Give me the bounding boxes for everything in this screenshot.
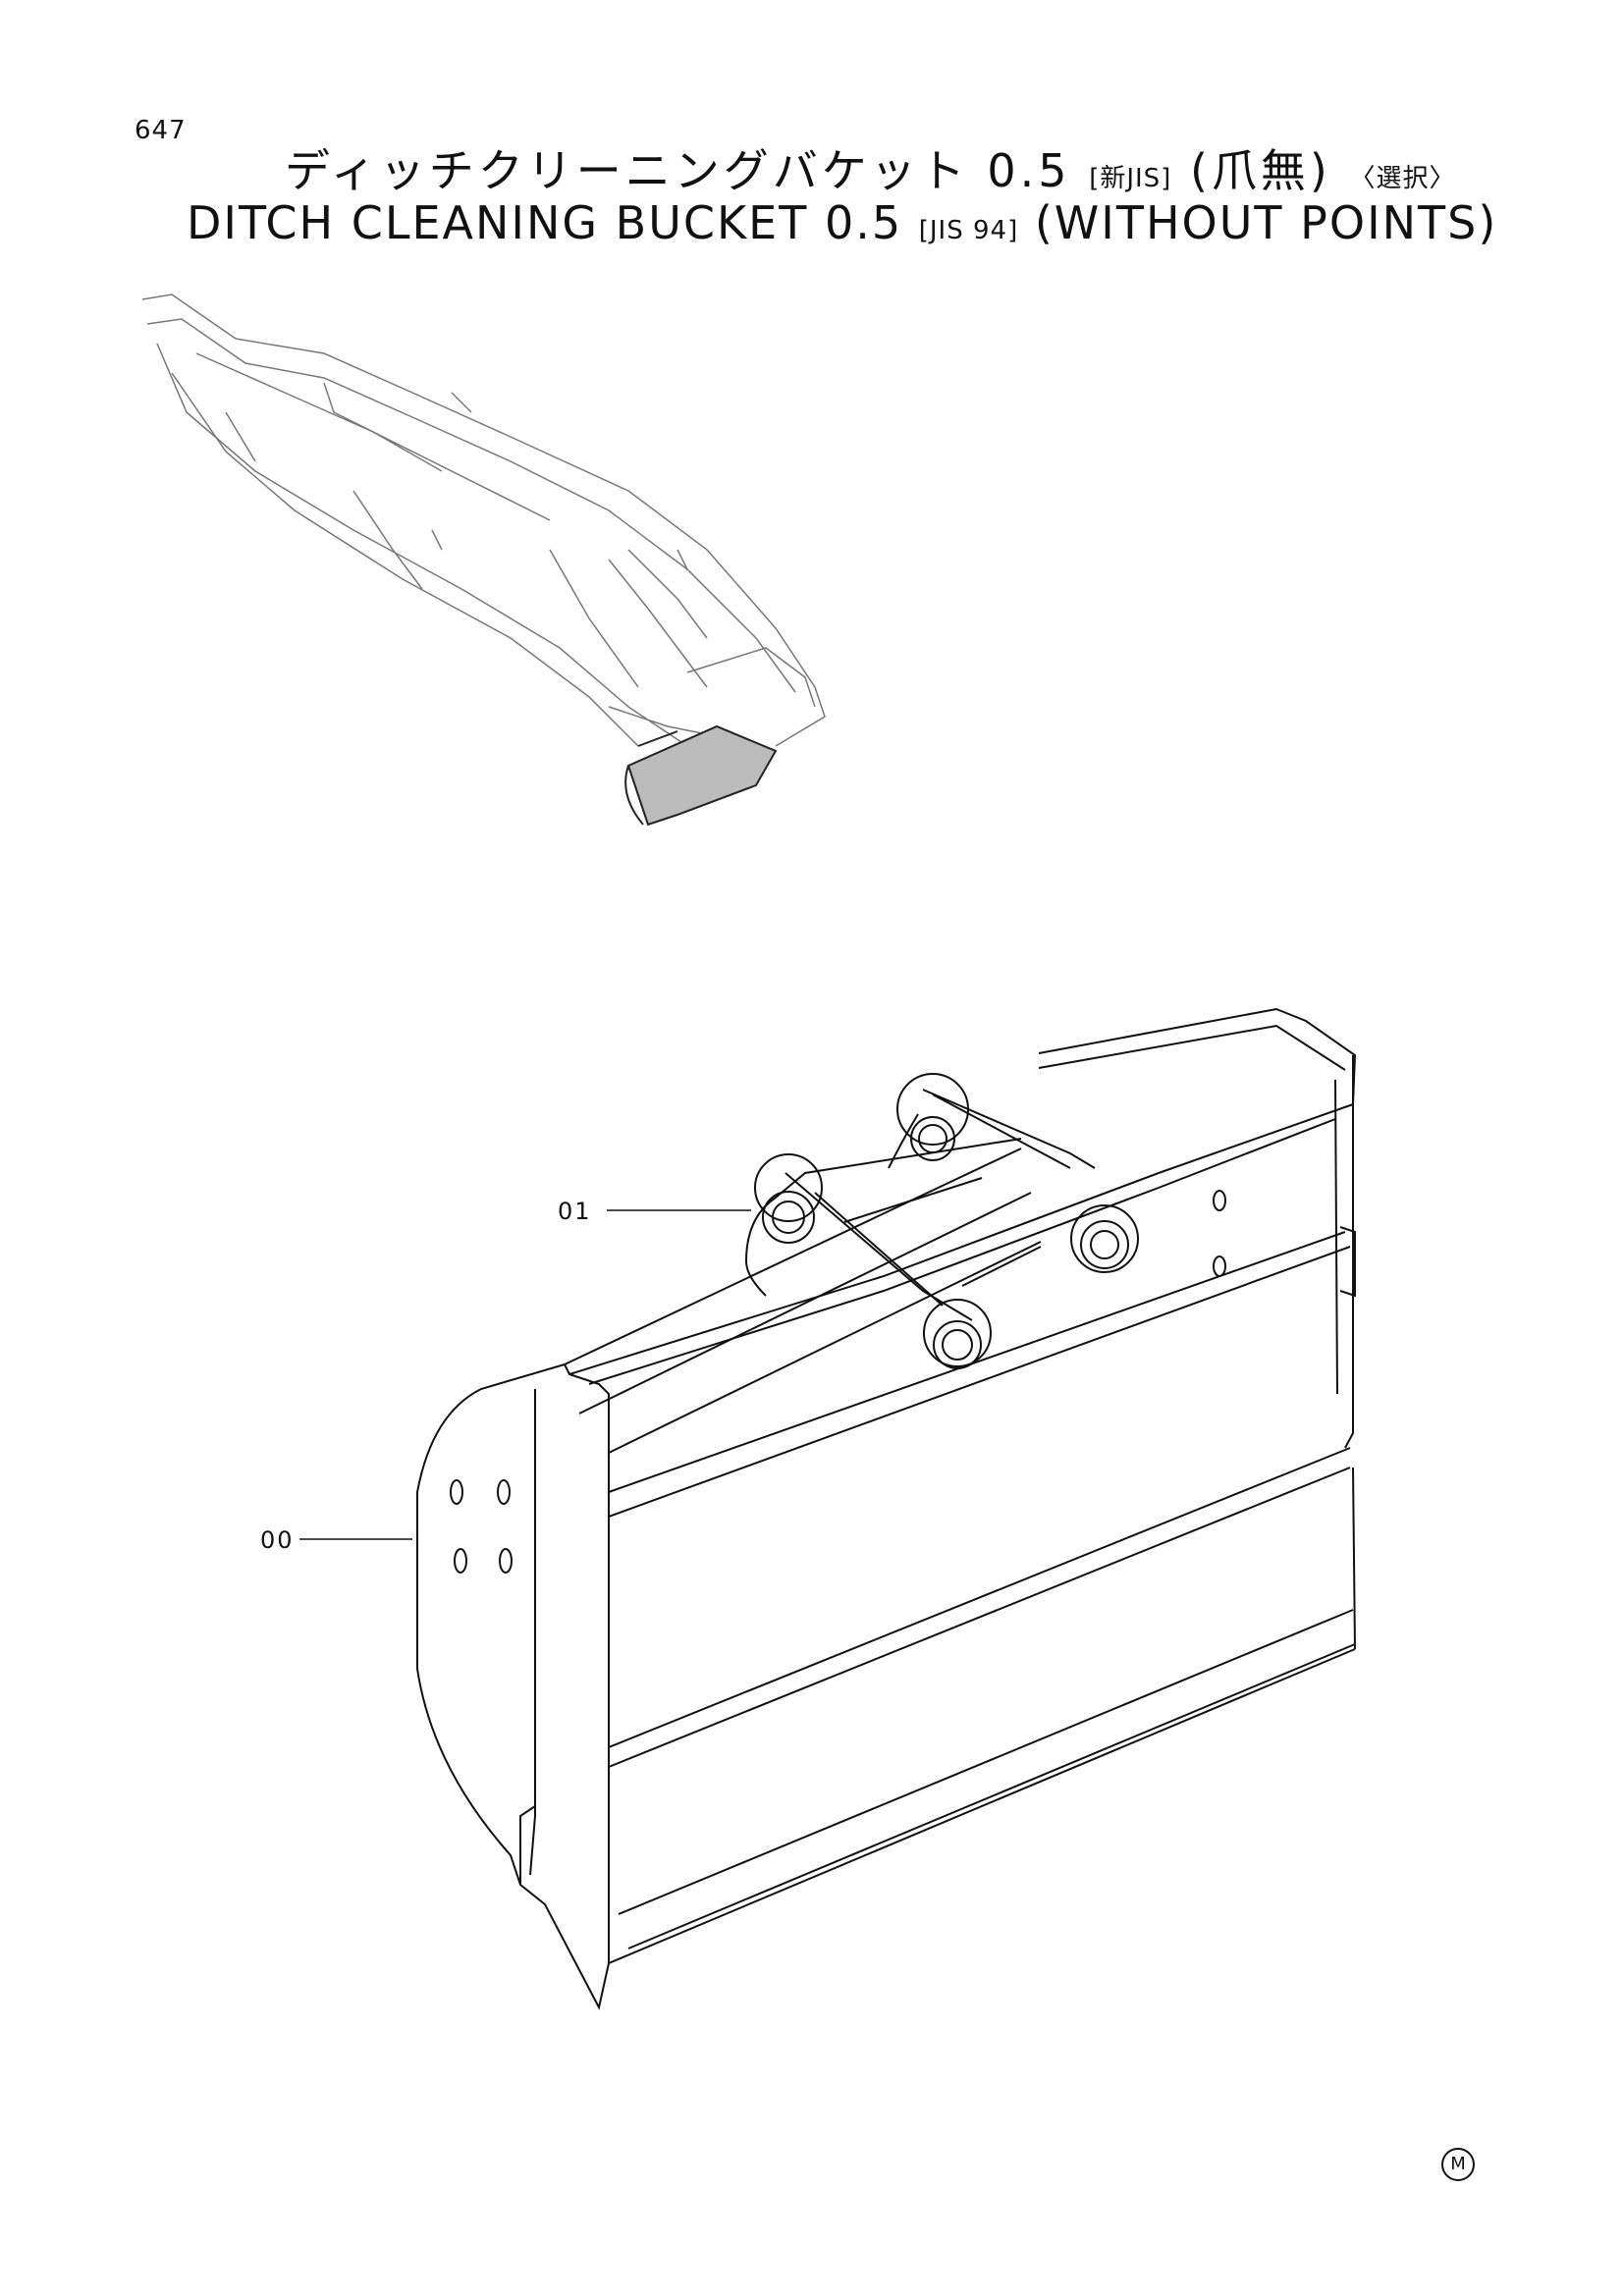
callout-01: 01 xyxy=(558,1198,592,1225)
title-en-main: DITCH CLEANING BUCKET 0.5 xyxy=(187,196,903,249)
title-jp-main: ディッチクリーニングバケット 0.5 xyxy=(285,144,1071,197)
callout-leaders xyxy=(299,1209,751,1540)
title-en-points: (WITHOUT POINTS) xyxy=(1034,196,1498,249)
callout-00: 00 xyxy=(260,1526,295,1554)
title-jp-option: 〈選択〉 xyxy=(1349,164,1456,193)
title-japanese: ディッチクリーニングバケット 0.5 [新JIS] (爪無) 〈選択〉 xyxy=(285,135,1456,200)
title-english: DITCH CLEANING BUCKET 0.5 [JIS 94] (WITH… xyxy=(187,196,1497,249)
title-en-standard: [JIS 94] xyxy=(918,216,1019,245)
excavator-arm-overview xyxy=(141,294,826,747)
footer-mark-icon: M xyxy=(1441,2148,1475,2181)
page-number: 647 xyxy=(135,116,187,145)
overview-bucket-highlight xyxy=(624,724,778,827)
ditch-cleaning-bucket xyxy=(416,1007,1357,2010)
title-jp-points: (爪無) xyxy=(1189,144,1331,197)
title-jp-standard: [新JIS] xyxy=(1089,164,1172,193)
